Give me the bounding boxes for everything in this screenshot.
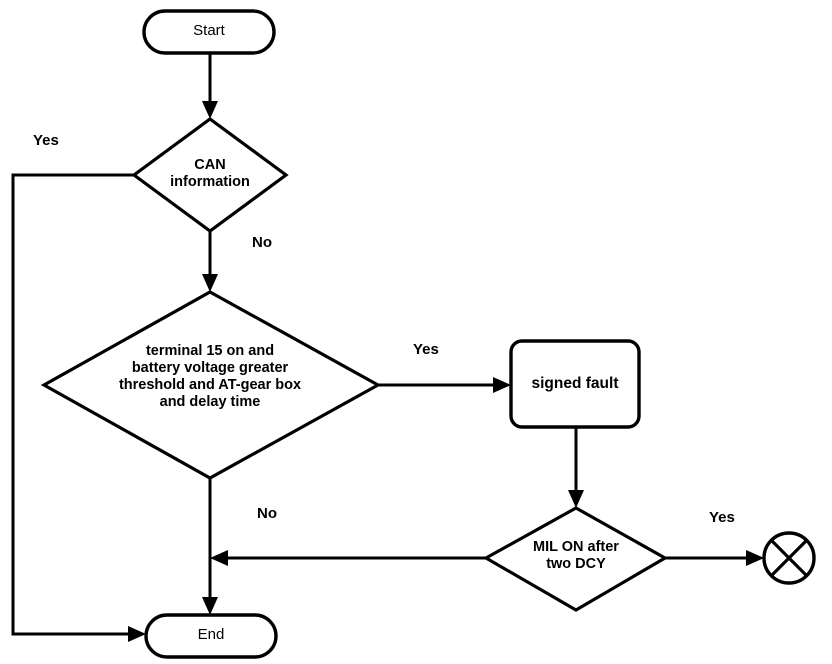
edge-label-can-no: No <box>252 234 272 251</box>
mil-lamp-icon[interactable] <box>762 531 816 585</box>
edge-can-no-to-conditions <box>202 231 218 292</box>
edge-start-to-can <box>202 53 218 119</box>
node-start[interactable] <box>142 9 276 55</box>
node-mil-on[interactable] <box>482 506 669 612</box>
edge-conditions-yes-to-signed-fault <box>378 377 511 393</box>
edge-conditions-no-to-end <box>202 478 218 615</box>
edge-mil-no-to-end <box>210 550 486 566</box>
edge-can-yes-to-end <box>11 173 146 642</box>
node-can-information[interactable] <box>131 117 289 233</box>
edge-mil-yes-to-lamp <box>665 550 764 566</box>
node-signed-fault[interactable] <box>509 339 641 429</box>
edge-signed-fault-to-mil-on <box>568 427 584 508</box>
edge-label-conditions-yes: Yes <box>413 341 439 358</box>
edge-label-mil-yes: Yes <box>709 509 735 526</box>
node-conditions[interactable] <box>40 290 382 480</box>
node-end[interactable] <box>144 613 278 659</box>
edge-label-conditions-no: No <box>257 505 277 522</box>
edge-label-can-yes: Yes <box>33 132 59 149</box>
